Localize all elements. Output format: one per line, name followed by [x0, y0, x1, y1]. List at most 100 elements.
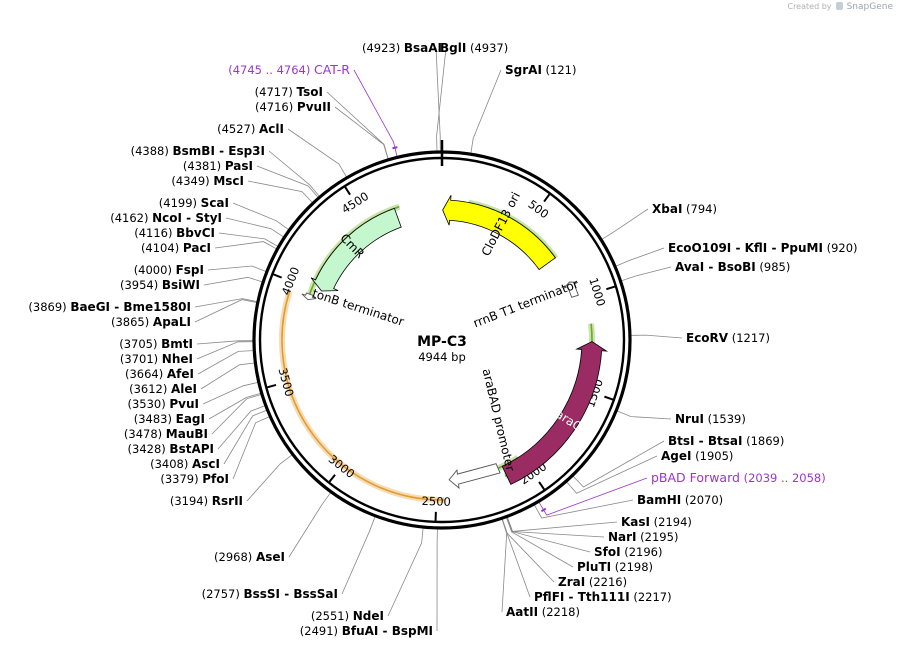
site-label-text: (3530) PvuI	[127, 397, 199, 411]
site-bfuai[interactable]: (2491) BfuAI - BspMI	[300, 624, 433, 638]
leader-line	[247, 180, 313, 203]
site-bgli[interactable]: BglI (4937)	[440, 41, 508, 55]
terminator-arrow[interactable]	[301, 292, 317, 301]
site-btsi[interactable]: BtsI - BtsaI (1869)	[668, 434, 784, 448]
site-paci[interactable]: (4104) PacI	[141, 241, 211, 255]
site-apali[interactable]: (3865) ApaLI	[111, 315, 191, 329]
site-xbai[interactable]: XbaI (794)	[652, 202, 717, 216]
site-position: (920)	[823, 241, 858, 255]
site-bsaai[interactable]: (4923) BsaAI	[362, 41, 442, 55]
site-pflfi[interactable]: PflFI - Tth111I (2217)	[534, 590, 672, 604]
feature-arrow[interactable]	[501, 341, 609, 485]
site-position: (1905)	[691, 449, 733, 463]
site-bsiwi[interactable]: (3954) BsiWI	[120, 278, 200, 292]
site-bamhi[interactable]: BamHI (2070)	[637, 493, 723, 507]
site-name: BssSI - BssSaI	[243, 587, 338, 601]
site-position: (2194)	[650, 515, 692, 529]
site-label-text: (3194) RsrII	[170, 494, 243, 508]
site-name: SgrAI	[505, 63, 542, 77]
leader-line	[246, 454, 293, 502]
site-name: PasI	[225, 159, 253, 173]
site-maubi[interactable]: (3478) MauBI	[124, 427, 208, 441]
site-name: NheI	[162, 352, 193, 366]
snapgene-logo-icon	[836, 2, 844, 10]
leader-line	[436, 47, 447, 152]
site-bsssi[interactable]: (2757) BssSI - BssSaI	[202, 587, 338, 601]
site-aatii[interactable]: AatII (2218)	[506, 605, 580, 619]
site-bmti[interactable]: (3705) BmtI	[119, 337, 193, 351]
site-cat-r[interactable]: (4745 .. 4764) CAT-R	[228, 62, 350, 77]
feature-arac[interactable]: araC	[501, 341, 609, 485]
leader-line	[288, 492, 331, 558]
site-position: (2198)	[611, 560, 653, 574]
site-position: (4923)	[362, 41, 404, 55]
site-nrui[interactable]: NruI (1539)	[675, 412, 746, 426]
site-label-text: PluTI (2198)	[577, 560, 653, 574]
ring-tick-mark	[328, 474, 336, 483]
site-msci[interactable]: (4349) MscI	[171, 174, 244, 188]
site-name: EcoRV	[686, 331, 729, 345]
site-eagi[interactable]: (3483) EagI	[134, 412, 205, 426]
site-name: MauBI	[166, 427, 208, 441]
site-bbvci[interactable]: (4116) BbvCI	[134, 226, 215, 240]
site-acli[interactable]: (4527) AclI	[217, 122, 284, 136]
site-pbad-forward[interactable]: pBAD Forward (2039 .. 2058)	[651, 470, 826, 485]
feature-arrow[interactable]	[310, 207, 402, 292]
feature-cmr[interactable]: CmR	[310, 207, 402, 292]
site-pasi[interactable]: (4381) PasI	[183, 159, 253, 173]
site-asei[interactable]: (2968) AseI	[214, 550, 285, 564]
site-pfoi[interactable]: (3379) PfoI	[160, 472, 229, 486]
site-name: BsmBI - Esp3I	[173, 144, 265, 158]
site-nari[interactable]: NarI (2195)	[608, 530, 678, 544]
site-scai[interactable]: (4199) ScaI	[159, 196, 229, 210]
site-baegi[interactable]: (3869) BaeGI - Bme1580I	[28, 300, 191, 314]
site-name: AvaI - BsoBI	[675, 260, 756, 274]
leader-line	[287, 128, 347, 178]
feature-rrnb-t1-terminator[interactable]: rrnB T1 terminator	[471, 277, 580, 331]
site-ecorv[interactable]: EcoRV (1217)	[686, 331, 770, 345]
site-agei[interactable]: AgeI (1905)	[661, 449, 733, 463]
site-pvuii[interactable]: (4716) PvuII	[255, 100, 331, 114]
site-position: (2551)	[311, 609, 353, 623]
leader-line	[572, 440, 665, 488]
site-name: EcoO109I - KflI - PpuMI	[668, 241, 823, 255]
site-tsoi[interactable]: (4717) TsoI	[255, 85, 323, 99]
leader-line	[232, 416, 270, 480]
promoter-arrow[interactable]	[448, 463, 501, 490]
site-avai[interactable]: AvaI - BsoBI (985)	[675, 260, 790, 274]
feature-name-label: rrnB T1 terminator	[471, 277, 580, 331]
leader-line	[507, 517, 618, 532]
site-nhei[interactable]: (3701) NheI	[120, 352, 193, 366]
site-fspi[interactable]: (4000) FspI	[134, 263, 204, 277]
site-alei[interactable]: (3612) AleI	[129, 382, 197, 396]
site-sgrai[interactable]: SgrAI (121)	[505, 63, 577, 77]
site-asci[interactable]: (3408) AscI	[150, 457, 220, 471]
site-label-text: (4716) PvuII	[255, 100, 331, 114]
site-position: (1217)	[728, 331, 770, 345]
site-label-text: (4745 .. 4764) CAT-R	[228, 62, 350, 77]
site-sfoi[interactable]: SfoI (2196)	[594, 545, 662, 559]
site-position: (4349)	[171, 174, 213, 188]
feature-tonb-terminator[interactable]: tonB terminator	[301, 286, 406, 329]
feature-arrow[interactable]	[442, 195, 556, 271]
site-ncoi[interactable]: (4162) NcoI - StyI	[110, 211, 222, 225]
site-name: CAT-R	[314, 62, 350, 77]
site-name: BfuAI - BspMI	[342, 624, 433, 638]
terminator-arrow[interactable]	[563, 281, 579, 298]
site-bsmbi[interactable]: (4388) BsmBI - Esp3I	[131, 144, 265, 158]
site-ecoo109i[interactable]: EcoO109I - KflI - PpuMI (920)	[668, 241, 858, 255]
site-position: (1869)	[742, 434, 784, 448]
site-pluti[interactable]: PluTI (2198)	[577, 560, 653, 574]
site-rsrii[interactable]: (3194) RsrII	[170, 494, 243, 508]
feature-arabad-promoter[interactable]: araBAD promoter	[448, 367, 517, 490]
site-afei[interactable]: (3664) AfeI	[125, 367, 194, 381]
site-bstapi[interactable]: (3428) BstAPI	[128, 442, 214, 456]
site-ndei[interactable]: (2551) NdeI	[311, 609, 384, 623]
site-kasi[interactable]: KasI (2194)	[621, 515, 692, 529]
site-pvui[interactable]: (3530) PvuI	[127, 397, 199, 411]
site-label-text: PflFI - Tth111I (2217)	[534, 590, 672, 604]
site-zrai[interactable]: ZraI (2216)	[558, 575, 627, 589]
leader-line	[223, 409, 267, 465]
site-position: (3530)	[127, 397, 169, 411]
